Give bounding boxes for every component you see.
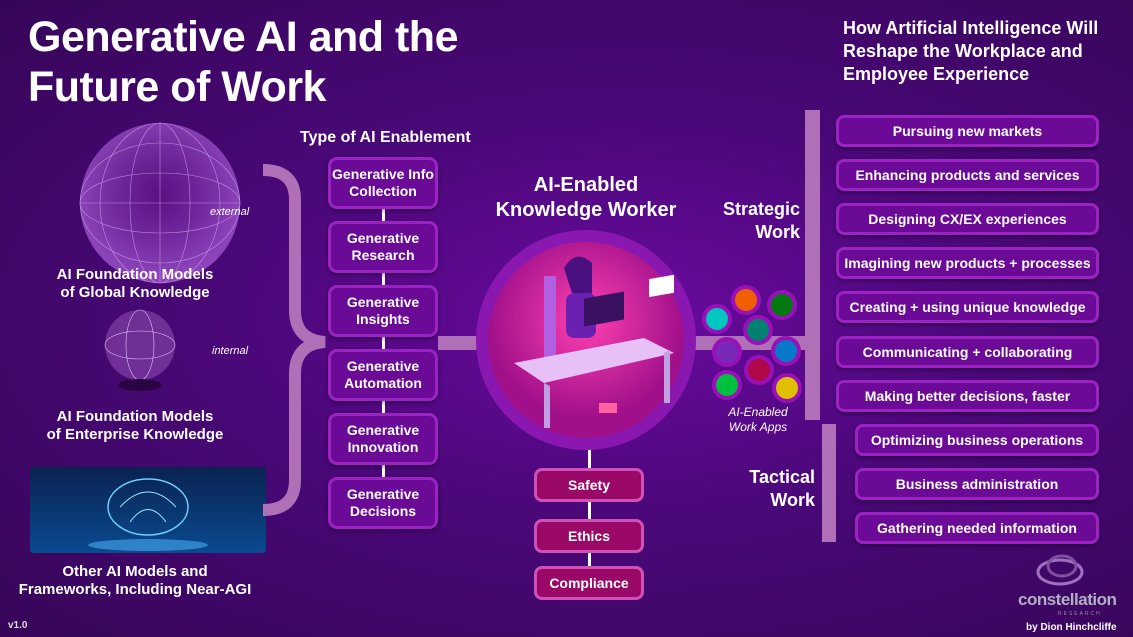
governance-box-ethics: Ethics xyxy=(534,519,644,553)
ai-brain-image xyxy=(30,467,266,553)
box-line: Generative xyxy=(346,358,420,374)
tactical-item: Optimizing business operations xyxy=(855,424,1099,456)
governance-box-safety: Safety xyxy=(534,468,644,502)
enablement-heading: Type of AI Enablement xyxy=(300,129,471,146)
box-line: Collection xyxy=(349,183,417,199)
strategic-item: Pursuing new markets xyxy=(836,115,1099,147)
box-line: Generative Info xyxy=(332,166,434,182)
author-credit: by Dion Hinchcliffe xyxy=(1026,622,1117,633)
version-label: v1.0 xyxy=(8,620,28,631)
external-tag: external xyxy=(210,206,250,218)
title-line: Knowledge Worker xyxy=(495,199,677,221)
tactical-item: Business administration xyxy=(855,468,1099,500)
strategic-item: Communicating + collaborating xyxy=(836,336,1099,368)
title-line: AI-Enabled xyxy=(533,174,639,196)
work-app-icon xyxy=(731,285,761,315)
strategic-item: Enhancing products and services xyxy=(836,159,1099,191)
label-line: Tactical xyxy=(749,467,815,487)
subtitle-line: Employee Experience xyxy=(843,64,1030,84)
global-knowledge-sphere-icon xyxy=(79,122,241,284)
box-line: Innovation xyxy=(347,439,419,455)
label-line: of Global Knowledge xyxy=(60,284,210,301)
box-line: Generative xyxy=(346,294,420,310)
brand-sub: RESEARCH xyxy=(1058,611,1102,617)
governance-box-compliance: Compliance xyxy=(534,566,644,600)
strategic-item: Making better decisions, faster xyxy=(836,380,1099,412)
strategic-item: Designing CX/EX experiences xyxy=(836,203,1099,235)
box-line: Generative xyxy=(346,230,420,246)
subtitle-line: Reshape the Workplace and xyxy=(843,41,1083,61)
strategic-item: Creating + using unique knowledge xyxy=(836,291,1099,323)
label-line: Work xyxy=(770,490,815,510)
title-line: Generative AI and the xyxy=(28,13,458,61)
subtitle-line: How Artificial Intelligence Will xyxy=(843,18,1099,38)
work-app-icon xyxy=(712,337,742,367)
tactical-bar xyxy=(822,424,836,542)
internal-tag: internal xyxy=(212,345,249,357)
label-line: AI Foundation Models xyxy=(56,266,214,283)
label-line: Work Apps xyxy=(728,420,788,434)
box-line: Decisions xyxy=(349,503,417,519)
work-app-icon xyxy=(702,304,732,334)
work-app-icon xyxy=(712,370,742,400)
strategic-bar xyxy=(805,110,820,420)
box-line: Generative xyxy=(346,422,420,438)
constellation-logo-icon xyxy=(1036,554,1084,586)
knowledge-worker-illustration xyxy=(476,230,696,450)
box-line: Research xyxy=(351,247,415,263)
box-line: Insights xyxy=(356,311,410,327)
title-line: Future of Work xyxy=(28,63,326,111)
work-app-icon xyxy=(767,290,797,320)
work-app-icon xyxy=(743,315,773,345)
label-line: AI Foundation Models xyxy=(56,408,214,425)
enablement-connector xyxy=(382,200,385,490)
label-line: Work xyxy=(755,222,800,242)
label-line: Strategic xyxy=(722,199,800,219)
work-apps-cluster xyxy=(702,285,802,403)
label-line: Other AI Models and xyxy=(62,563,208,580)
work-app-icon xyxy=(772,373,802,403)
label-line: Frameworks, Including Near-AGI xyxy=(18,581,252,598)
governance-connector xyxy=(588,440,591,590)
work-app-icon xyxy=(744,355,774,385)
label-line: of Enterprise Knowledge xyxy=(46,426,224,443)
box-line: Automation xyxy=(344,375,422,391)
tactical-item: Gathering needed information xyxy=(855,512,1099,544)
work-app-icon xyxy=(771,336,801,366)
enterprise-knowledge-globe-icon xyxy=(104,309,176,391)
curly-brace xyxy=(262,164,326,516)
connector-bar xyxy=(438,336,482,350)
strategic-item: Imagining new products + processes xyxy=(836,247,1099,279)
label-line: AI-Enabled xyxy=(728,405,788,419)
brand-name: constellation xyxy=(1018,590,1117,609)
box-line: Generative xyxy=(346,486,420,502)
